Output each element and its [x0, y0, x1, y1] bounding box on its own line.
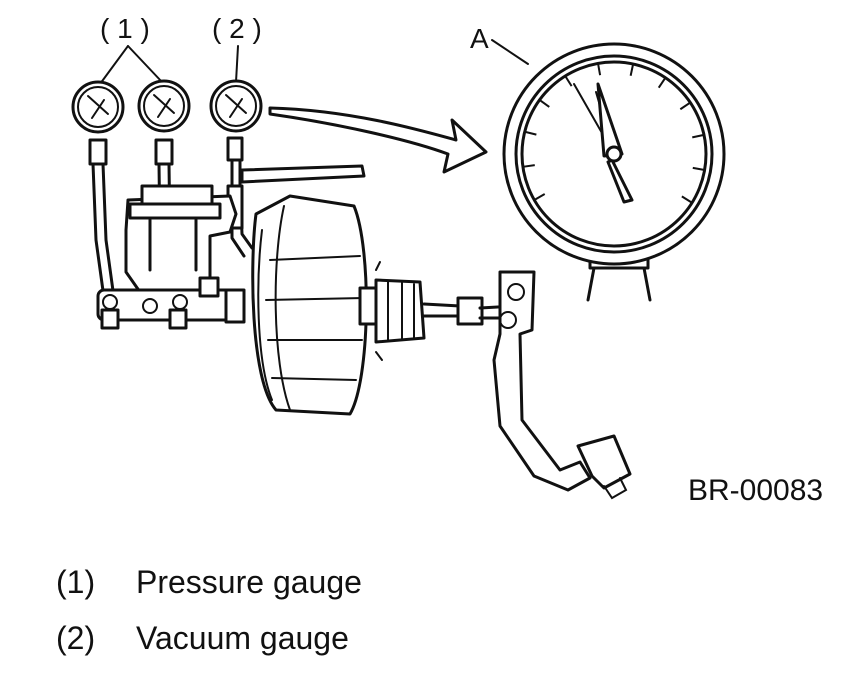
master-cylinder — [96, 184, 246, 330]
gauge-tick — [533, 193, 546, 201]
leader-line-2 — [235, 45, 239, 83]
figure-code: BR-00083 — [688, 474, 823, 507]
legend-text-1: Pressure gauge — [136, 564, 362, 600]
gauge-tick — [564, 75, 573, 87]
label-group-1: ( 1 ) — [100, 13, 150, 44]
brake-pedal — [492, 270, 632, 500]
pressure-gauge-1 — [71, 80, 125, 300]
gauge-tick — [692, 166, 705, 171]
legend-number-1: (1) — [56, 564, 96, 600]
leader-lines-1 — [99, 45, 163, 85]
brake-booster — [251, 194, 426, 416]
gauge-tick — [538, 99, 550, 108]
gauge-tick — [597, 63, 602, 76]
gauge-tick — [629, 63, 635, 76]
gauge-ticks — [522, 63, 705, 204]
gauge-tick — [681, 195, 693, 204]
legend-text-2: Vacuum gauge — [136, 620, 349, 656]
legend-number-2: (2) — [56, 620, 96, 656]
gauge-tick — [524, 130, 537, 136]
legend-item-1: (1) Pressure gauge — [56, 564, 362, 601]
leader-line-a — [491, 39, 529, 65]
gauge-tick — [522, 164, 535, 168]
gauge-tick — [679, 101, 691, 111]
gauge-tick — [692, 133, 705, 139]
detail-arrow — [268, 106, 488, 174]
enlarged-gauge-a — [502, 42, 726, 302]
gauge-tick — [657, 77, 667, 89]
legend-item-2: (2) Vacuum gauge — [56, 620, 349, 657]
label-group-2: ( 2 ) — [212, 13, 262, 44]
label-detail-a: A — [470, 23, 489, 54]
